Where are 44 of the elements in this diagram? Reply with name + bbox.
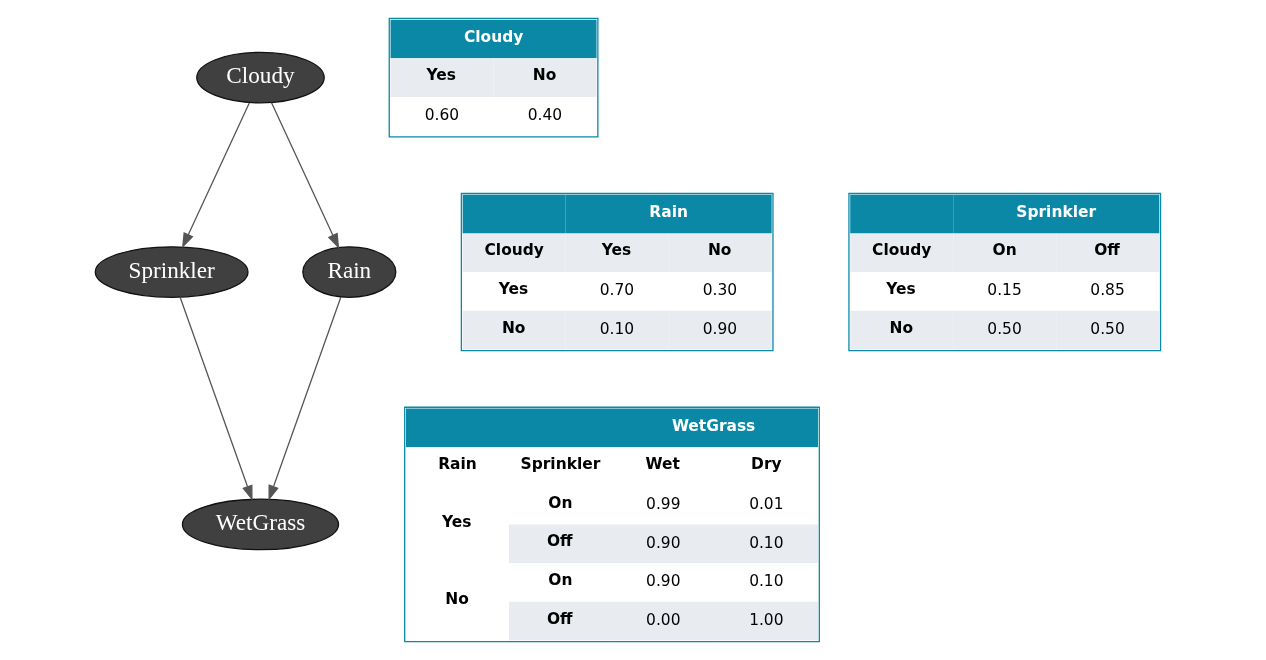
label: 0.10 xyxy=(749,533,784,552)
label: Cloudy xyxy=(484,241,544,260)
label: On xyxy=(548,493,573,512)
label: 0.10 xyxy=(599,319,635,338)
label: Yes xyxy=(498,280,529,299)
label: No xyxy=(707,241,732,260)
label: 0.90 xyxy=(646,572,681,591)
label: Off xyxy=(546,532,573,551)
label: No xyxy=(501,318,526,337)
label: 0.60 xyxy=(424,106,460,125)
label: Off xyxy=(1094,241,1120,260)
label: Cloudy xyxy=(463,27,524,46)
label: WetGrass xyxy=(671,416,756,435)
label: Dry xyxy=(751,455,782,474)
label: 0.15 xyxy=(987,281,1022,300)
label: 0.40 xyxy=(527,106,563,125)
label: On xyxy=(992,241,1017,260)
label: 0.90 xyxy=(646,533,681,552)
label: 0.30 xyxy=(702,281,738,300)
label: 0.70 xyxy=(599,281,635,300)
label: 0.00 xyxy=(646,611,681,629)
label: Rain xyxy=(649,202,688,221)
label: Off xyxy=(546,609,573,628)
label: Yes xyxy=(886,280,916,299)
label: 0.85 xyxy=(1090,281,1125,300)
label: Cloudy xyxy=(872,241,932,260)
label: 0.50 xyxy=(987,319,1022,338)
label: Yes xyxy=(426,66,457,85)
label: 0.99 xyxy=(646,495,681,514)
label: 0.01 xyxy=(749,495,784,514)
label: 0.50 xyxy=(1090,319,1125,338)
label: Sprinkler xyxy=(520,455,601,474)
label: No xyxy=(889,318,914,337)
label: 0.10 xyxy=(749,572,784,591)
label: Yes xyxy=(601,241,632,260)
label: Wet xyxy=(645,455,680,474)
label: Rain xyxy=(438,455,477,474)
label: No xyxy=(445,590,469,609)
label: Yes xyxy=(442,513,472,532)
label: On xyxy=(548,571,573,590)
label: No xyxy=(532,66,557,85)
label: Sprinkler xyxy=(1016,202,1097,221)
label: 1.00 xyxy=(749,611,784,629)
label: 0.90 xyxy=(702,319,738,338)
